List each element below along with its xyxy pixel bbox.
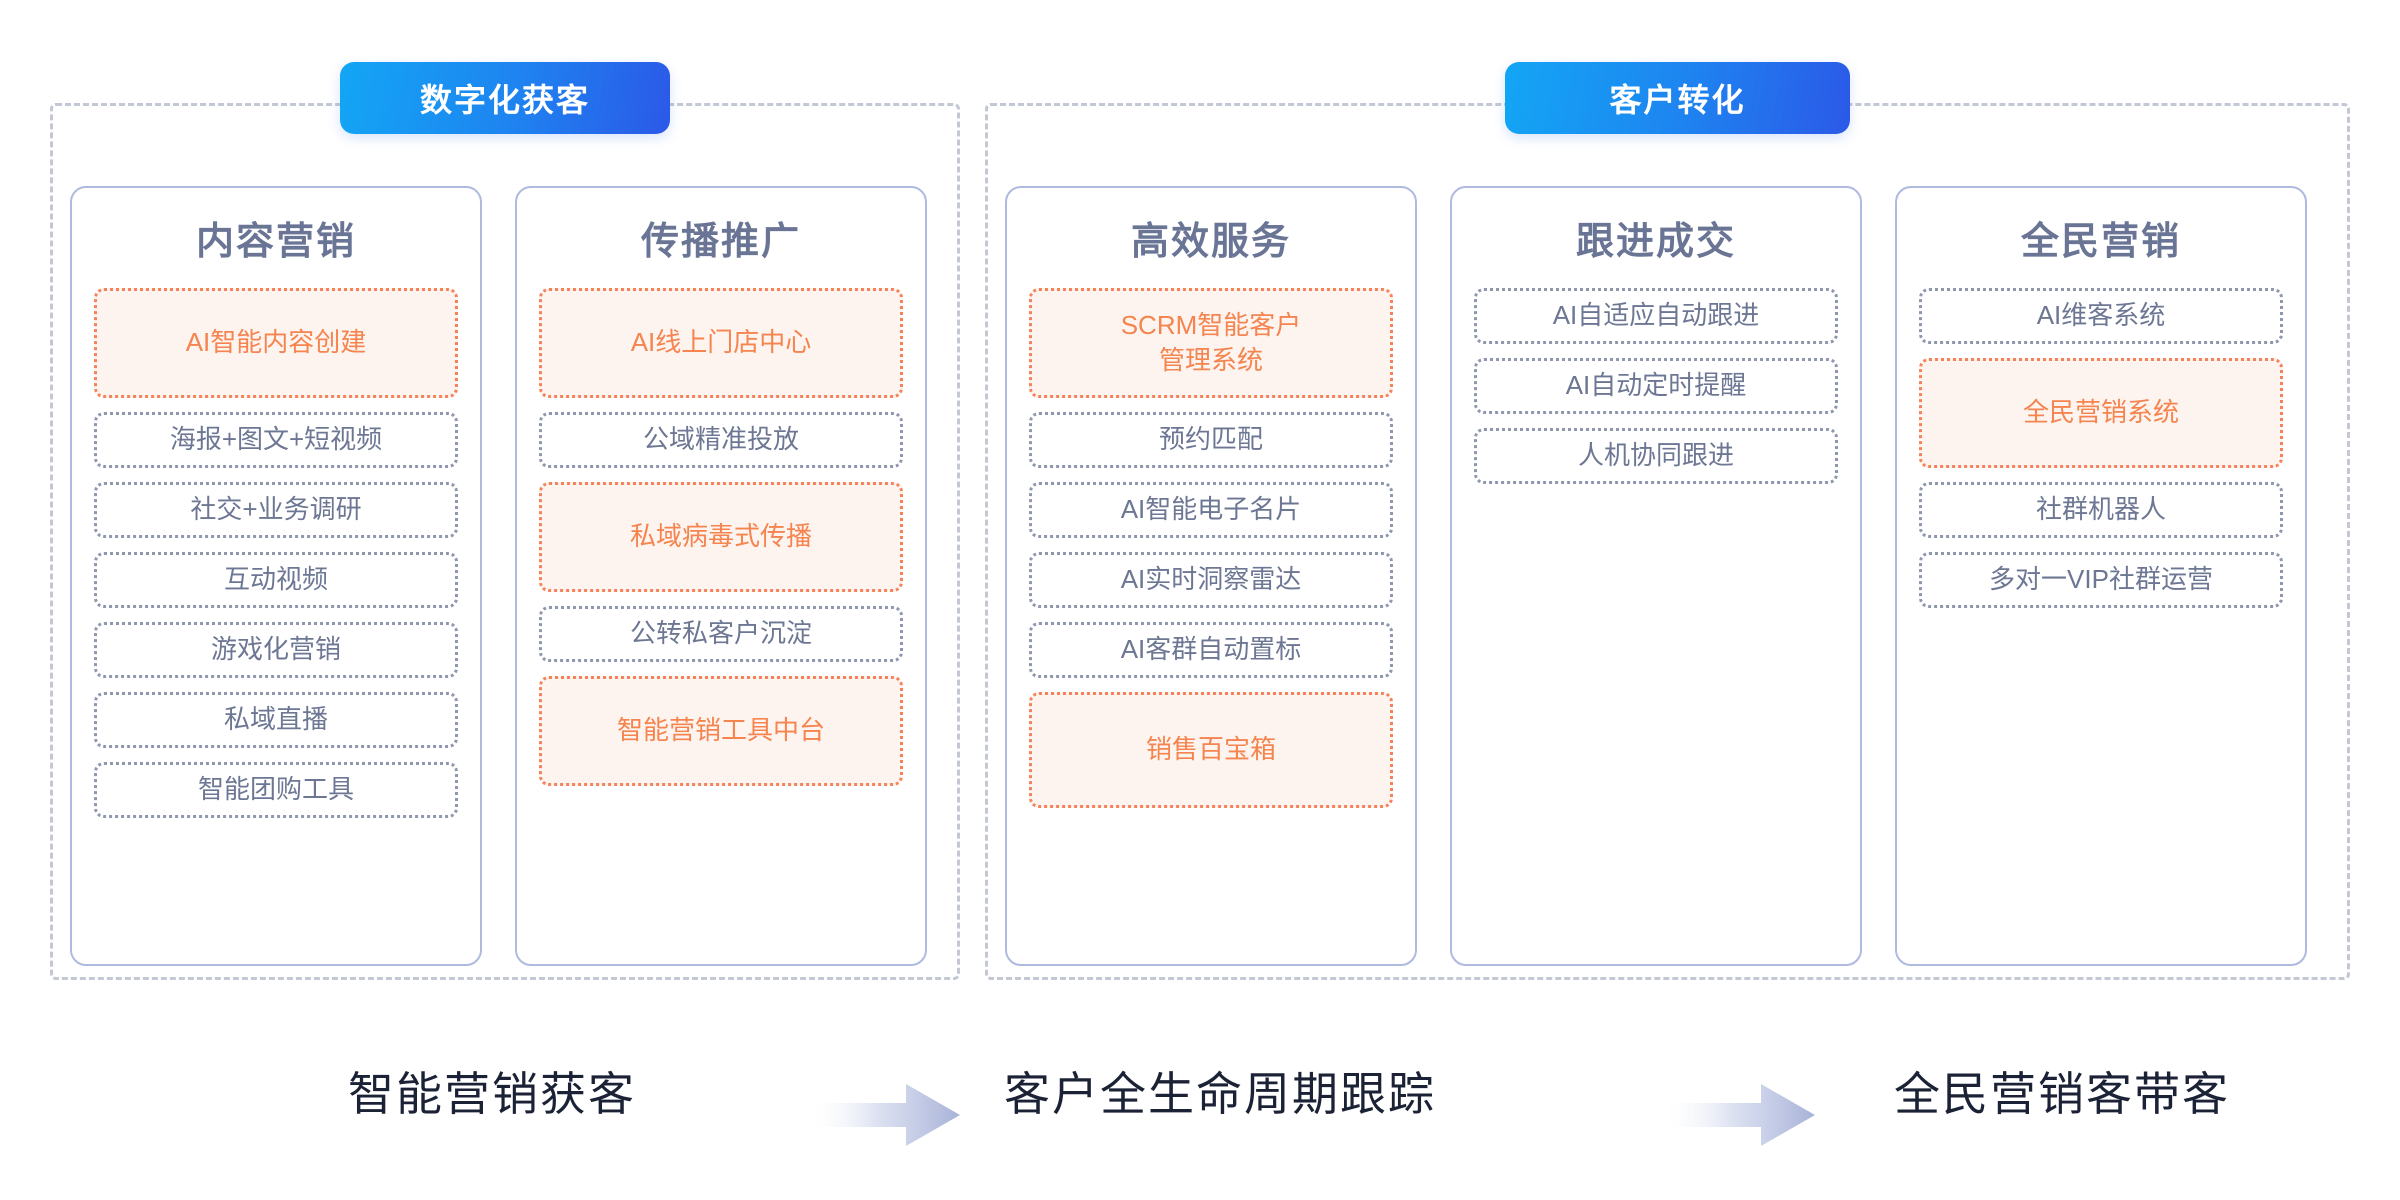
- list-item[interactable]: 私域直播: [94, 691, 458, 748]
- card-title: 内容营销: [195, 221, 356, 263]
- list-item[interactable]: 多对一VIP社群运营: [1919, 551, 2283, 608]
- flow-arrow-1-icon: [810, 1082, 960, 1148]
- list-item[interactable]: 社群机器人: [1919, 481, 2283, 538]
- stage-badge-customer-conversion[interactable]: 客户转化: [1505, 62, 1850, 134]
- list-item[interactable]: 全民营销系统: [1919, 357, 2283, 468]
- list-item[interactable]: 预约匹配: [1029, 411, 1393, 468]
- item-list: SCRM智能客户 管理系统 预约匹配 AI智能电子名片 AI实时洞察雷达 AI客…: [1029, 287, 1393, 808]
- item-list: AI自适应自动跟进 AI自动定时提醒 人机协同跟进: [1474, 287, 1838, 484]
- card-follow-up-deal[interactable]: 跟进成交 AI自适应自动跟进 AI自动定时提醒 人机协同跟进: [1450, 186, 1862, 966]
- caption-all-staff-referral: 全民营销客带客: [1894, 1068, 2230, 1120]
- list-item[interactable]: AI线上门店中心: [539, 287, 903, 398]
- list-item[interactable]: AI智能电子名片: [1029, 481, 1393, 538]
- card-all-staff-marketing[interactable]: 全民营销 AI维客系统 全民营销系统 社群机器人 多对一VIP社群运营: [1895, 186, 2307, 966]
- caption-smart-marketing-acquisition: 智能营销获客: [348, 1068, 636, 1120]
- list-item[interactable]: 社交+业务调研: [94, 481, 458, 538]
- list-item[interactable]: 人机协同跟进: [1474, 427, 1838, 484]
- list-item[interactable]: SCRM智能客户 管理系统: [1029, 287, 1393, 398]
- list-item[interactable]: 智能团购工具: [94, 761, 458, 818]
- list-item[interactable]: AI实时洞察雷达: [1029, 551, 1393, 608]
- stage-badge-digital-acquisition[interactable]: 数字化获客: [340, 62, 670, 134]
- card-title: 高效服务: [1130, 221, 1291, 263]
- list-item[interactable]: 智能营销工具中台: [539, 675, 903, 786]
- item-list: AI维客系统 全民营销系统 社群机器人 多对一VIP社群运营: [1919, 287, 2283, 608]
- list-item[interactable]: 公转私客户沉淀: [539, 605, 903, 662]
- flow-arrow-2-icon: [1665, 1082, 1815, 1148]
- list-item[interactable]: 互动视频: [94, 551, 458, 608]
- list-item[interactable]: 公域精准投放: [539, 411, 903, 468]
- card-row-stage-1: 内容营销 AI智能内容创建 海报+图文+短视频 社交+业务调研 互动视频 游戏化…: [70, 186, 927, 966]
- list-item[interactable]: AI客群自动置标: [1029, 621, 1393, 678]
- card-title: 跟进成交: [1575, 221, 1736, 263]
- card-title: 传播推广: [640, 221, 801, 263]
- list-item[interactable]: AI自适应自动跟进: [1474, 287, 1838, 344]
- list-item[interactable]: AI自动定时提醒: [1474, 357, 1838, 414]
- list-item[interactable]: AI智能内容创建: [94, 287, 458, 398]
- card-title: 全民营销: [2020, 221, 2181, 263]
- card-row-stage-2: 高效服务 SCRM智能客户 管理系统 预约匹配 AI智能电子名片 AI实时洞察雷…: [1005, 186, 2307, 966]
- list-item[interactable]: 游戏化营销: [94, 621, 458, 678]
- caption-customer-lifecycle-tracking: 客户全生命周期跟踪: [1004, 1068, 1436, 1120]
- stage-badge-label: 客户转化: [1609, 82, 1746, 118]
- list-item[interactable]: 私域病毒式传播: [539, 481, 903, 592]
- item-list: AI智能内容创建 海报+图文+短视频 社交+业务调研 互动视频 游戏化营销 私域…: [94, 287, 458, 818]
- list-item[interactable]: 销售百宝箱: [1029, 691, 1393, 808]
- stage-badge-label: 数字化获客: [419, 82, 590, 118]
- card-communication-promotion[interactable]: 传播推广 AI线上门店中心 公域精准投放 私域病毒式传播 公转私客户沉淀 智能营…: [515, 186, 927, 966]
- caption-row: 智能营销获客 客户全生命周期跟踪: [0, 1030, 2400, 1146]
- list-item[interactable]: AI维客系统: [1919, 287, 2283, 344]
- card-efficient-service[interactable]: 高效服务 SCRM智能客户 管理系统 预约匹配 AI智能电子名片 AI实时洞察雷…: [1005, 186, 1417, 966]
- list-item[interactable]: 海报+图文+短视频: [94, 411, 458, 468]
- card-content-marketing[interactable]: 内容营销 AI智能内容创建 海报+图文+短视频 社交+业务调研 互动视频 游戏化…: [70, 186, 482, 966]
- item-list: AI线上门店中心 公域精准投放 私域病毒式传播 公转私客户沉淀 智能营销工具中台: [539, 287, 903, 786]
